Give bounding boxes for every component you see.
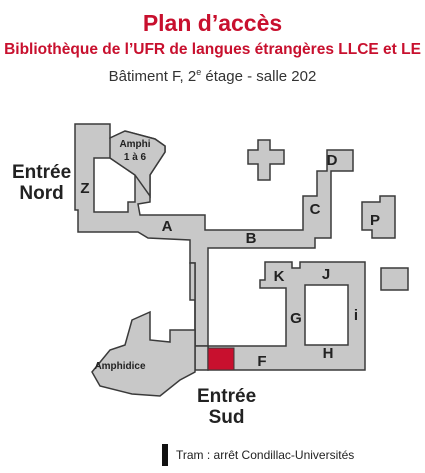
entrance-south: Entrée Sud bbox=[197, 386, 256, 428]
location-prefix: Bâtiment F, 2 bbox=[108, 68, 197, 85]
wing-c-label: C bbox=[310, 201, 321, 218]
wing-h-label: H bbox=[323, 345, 334, 362]
amphidice-label: Amphidice bbox=[94, 361, 146, 372]
wing-z-label: Z bbox=[80, 180, 89, 197]
library-highlight bbox=[207, 347, 235, 371]
amphi-label-line1: Amphi bbox=[119, 139, 150, 150]
wing-d-label: D bbox=[327, 152, 338, 169]
map-subtitle: Bibliothèque de l’UFR de langues étrangè… bbox=[4, 41, 421, 58]
courtyard-south bbox=[304, 284, 349, 346]
legend-tram-label: Tram : arrêt Condillac-Universités bbox=[176, 448, 355, 462]
location-text: Bâtiment F, 2e étage - salle 202 bbox=[0, 62, 425, 87]
location-sup: e bbox=[196, 67, 202, 77]
building-west-spine bbox=[189, 262, 209, 371]
entrance-north-line1: Entrée bbox=[12, 162, 72, 183]
entrance-north-line2: Nord bbox=[19, 183, 64, 204]
entrance-north: Entrée Nord bbox=[12, 162, 71, 204]
location-suffix: étage - salle 202 bbox=[201, 68, 317, 85]
wing-j-label: J bbox=[322, 266, 330, 283]
building-cross bbox=[247, 139, 285, 181]
amphi-label-line2: 1 à 6 bbox=[124, 152, 147, 163]
map-title: Plan d’accès bbox=[142, 10, 283, 36]
wing-k-label: K bbox=[274, 268, 285, 285]
building-amphidice bbox=[91, 310, 196, 397]
wing-f-label: F bbox=[257, 353, 266, 370]
entrance-south-line1: Entrée bbox=[197, 386, 257, 407]
wing-p-label: P bbox=[370, 212, 380, 229]
legend-tram: Tram : arrêt Condillac-Universités bbox=[162, 444, 354, 466]
building-p bbox=[361, 195, 396, 239]
building-small bbox=[380, 267, 409, 291]
entrance-south-line2: Sud bbox=[208, 407, 245, 428]
wing-g-label: G bbox=[290, 310, 302, 327]
building-amphi bbox=[109, 130, 166, 199]
wing-a-label: A bbox=[162, 218, 173, 235]
tram-stop-icon bbox=[162, 444, 168, 466]
wing-i-label: i bbox=[354, 307, 358, 324]
wing-b-label: B bbox=[246, 230, 257, 247]
